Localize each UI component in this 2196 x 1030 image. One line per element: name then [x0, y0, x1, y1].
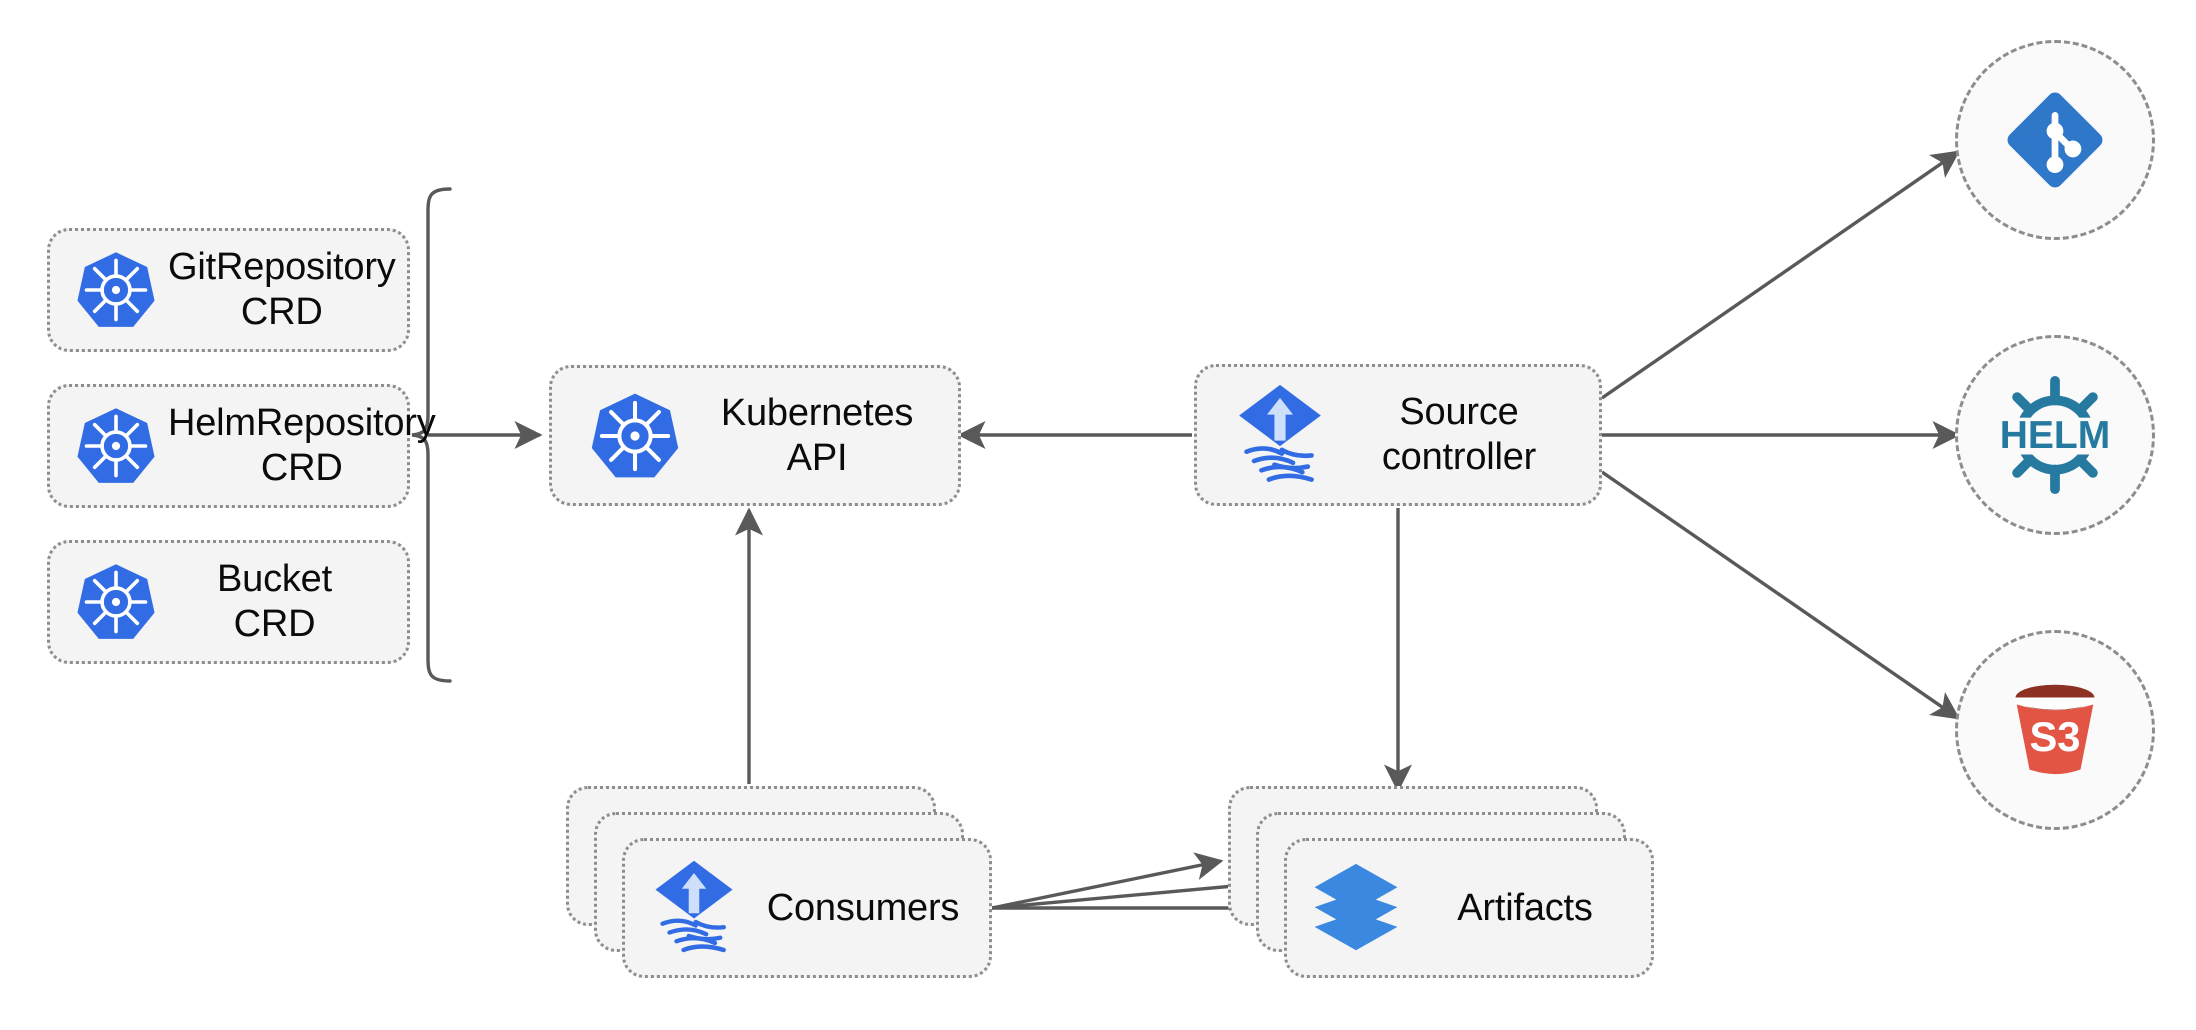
node-label: Kubernetes API	[720, 391, 914, 479]
kubernetes-icon	[576, 390, 694, 482]
edge-consumers-to-artifacts-2	[991, 872, 1259, 910]
flux-icon	[1221, 383, 1339, 487]
node-git-repository-crd[interactable]: GitRepository CRD	[47, 228, 410, 352]
flux-icon	[639, 859, 749, 957]
target-git-repository[interactable]	[1955, 40, 2155, 240]
helm-wordmark: HELM	[2000, 414, 2111, 457]
helm-icon: HELM	[1990, 370, 2120, 500]
kubernetes-icon	[64, 561, 168, 643]
node-consumers[interactable]: Consumers	[622, 838, 992, 978]
node-bucket-crd[interactable]: Bucket CRD	[47, 540, 410, 664]
node-source-controller[interactable]: Source controller	[1194, 364, 1602, 506]
node-label: Bucket CRD	[217, 558, 332, 645]
layers-icon	[1301, 862, 1411, 954]
s3-icon: S3	[1997, 672, 2113, 788]
node-label: Source controller	[1381, 391, 1537, 478]
kubernetes-icon	[64, 405, 168, 487]
git-icon	[1999, 84, 2111, 196]
node-label: Consumers	[766, 886, 960, 929]
edge-consumers-to-artifacts-1	[991, 852, 1224, 910]
node-consumers-stack[interactable]: Consumers	[566, 786, 996, 982]
target-helm-repository[interactable]: HELM	[1955, 335, 2155, 535]
node-artifacts[interactable]: Artifacts	[1284, 838, 1654, 978]
node-artifacts-stack[interactable]: Artifacts	[1228, 786, 1658, 982]
target-s3-bucket[interactable]: S3	[1955, 630, 2155, 830]
kubernetes-icon	[64, 249, 168, 331]
node-label: HelmRepository CRD	[168, 402, 436, 489]
node-label: GitRepository CRD	[168, 246, 396, 333]
edge-source-controller-to-git	[1601, 150, 1961, 400]
node-helm-repository-crd[interactable]: HelmRepository CRD	[47, 384, 436, 508]
node-kubernetes-api[interactable]: Kubernetes API	[549, 365, 961, 506]
edge-source-controller-to-s3	[1601, 470, 1961, 720]
s3-wordmark: S3	[2029, 713, 2080, 760]
node-label: Artifacts	[1457, 886, 1593, 929]
